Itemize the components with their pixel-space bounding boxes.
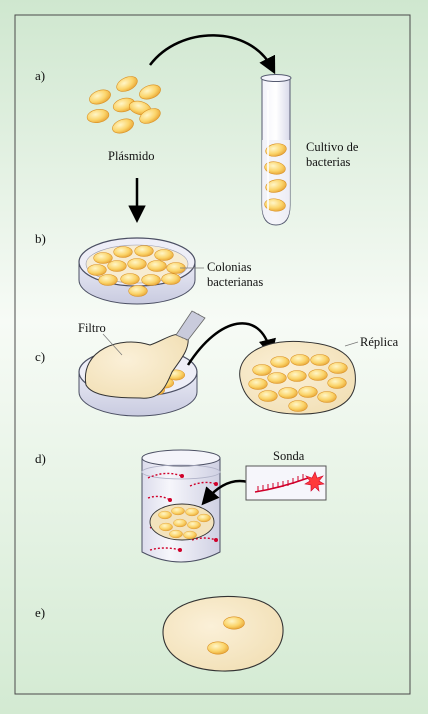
filter-pointer-line xyxy=(102,333,123,356)
step-marker-d: d) xyxy=(35,451,46,466)
step-marker-e: e) xyxy=(35,605,45,620)
label-replica: Réplica xyxy=(360,335,399,349)
label-filter: Filtro xyxy=(78,321,106,335)
step-marker-c: c) xyxy=(35,349,45,364)
label-probe: Sonda xyxy=(273,449,305,463)
label-culture-line2: bacterias xyxy=(306,155,351,169)
label-colonies-line1: Colonias xyxy=(207,260,252,274)
test-tube-icon xyxy=(260,74,292,226)
replica-arrow-icon xyxy=(186,322,276,366)
label-culture-line1: Cultivo de xyxy=(306,140,359,154)
positive-colonies-filter xyxy=(162,595,284,672)
label-plasmid: Plásmido xyxy=(108,149,155,163)
label-colonies-line2: bacterianas xyxy=(207,275,263,289)
petri-dish-icon xyxy=(78,237,196,305)
panel-frame xyxy=(14,14,411,695)
filter-sheet xyxy=(84,333,189,399)
step-marker-a: a) xyxy=(35,68,45,83)
filter-petri-dish xyxy=(78,310,206,417)
beaker-icon xyxy=(141,449,221,563)
probe-icon xyxy=(245,465,327,501)
replica-pointer-line xyxy=(344,341,359,347)
curved-arrow-icon xyxy=(149,34,276,75)
replica-filter xyxy=(239,340,356,415)
step-marker-b: b) xyxy=(35,231,46,246)
probe-arrow-icon xyxy=(201,479,249,506)
